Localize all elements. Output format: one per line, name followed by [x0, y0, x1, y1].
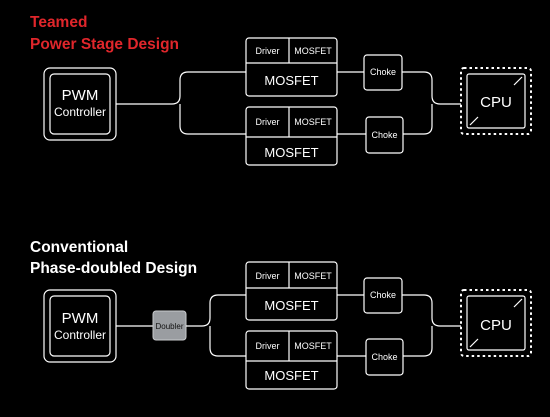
conventional-wire-choke1-cpu: [402, 294, 461, 327]
teamed-wire-choke1-cpu: [402, 71, 461, 105]
conventional-pwm-controller: PWM Controller: [43, 289, 117, 363]
teamed-choke-2: Choke: [365, 116, 404, 154]
conventional-choke1-label: Choke: [370, 290, 396, 300]
conventional-stage1-driver: Driver: [256, 271, 280, 281]
conventional-choke2-label: Choke: [371, 352, 397, 362]
conventional-power-stage-2: Driver MOSFET MOSFET: [245, 330, 338, 390]
teamed-wire-choke2-cpu: [403, 104, 433, 135]
conventional-stage1-mosfet-small: MOSFET: [294, 271, 332, 281]
teamed-power-stage-1: Driver MOSFET MOSFET: [245, 37, 338, 97]
conventional-title-line2: Phase-doubled Design: [30, 260, 197, 277]
conventional-section: Conventional Phase-doubled Design PWM Co…: [30, 239, 532, 390]
teamed-power-stage-2: Driver MOSFET MOSFET: [245, 106, 338, 166]
conventional-power-stage-1: Driver MOSFET MOSFET: [245, 261, 338, 321]
teamed-pwm-controller: PWM Controller: [43, 67, 117, 141]
conventional-choke-2: Choke: [365, 338, 404, 376]
teamed-choke1-label: Choke: [370, 67, 396, 77]
teamed-stage2-mosfet: MOSFET: [264, 145, 318, 160]
teamed-pwm-label: PWM: [62, 87, 99, 104]
conventional-controller-label: Controller: [54, 328, 106, 342]
teamed-wire-pwm-stage2: [179, 104, 246, 135]
conventional-wire-choke2-cpu: [403, 326, 433, 357]
teamed-stage2-driver: Driver: [256, 117, 280, 127]
conventional-stage2-mosfet-small: MOSFET: [294, 341, 332, 351]
teamed-stage1-mosfet-small: MOSFET: [294, 46, 332, 56]
teamed-title-line2: Power Stage Design: [30, 36, 179, 53]
teamed-controller-label: Controller: [54, 105, 106, 119]
conventional-stage1-mosfet: MOSFET: [264, 298, 318, 313]
teamed-title-line1: Teamed: [30, 14, 87, 31]
conventional-cpu: CPU: [460, 289, 532, 357]
conventional-wire-doubler-stage2: [209, 326, 246, 357]
teamed-choke2-label: Choke: [371, 130, 397, 140]
teamed-cpu-label: CPU: [480, 94, 512, 111]
conventional-choke-1: Choke: [363, 277, 403, 314]
teamed-cpu: CPU: [460, 67, 532, 135]
teamed-stage2-mosfet-small: MOSFET: [294, 117, 332, 127]
conventional-title-line1: Conventional: [30, 239, 128, 256]
conventional-doubler-label: Doubler: [155, 322, 183, 331]
conventional-cpu-label: CPU: [480, 317, 512, 334]
teamed-wire-pwm-stage1: [116, 71, 246, 105]
teamed-section: Teamed Power Stage Design PWM Controller…: [30, 14, 532, 166]
teamed-choke-1: Choke: [363, 54, 403, 91]
conventional-stage2-mosfet: MOSFET: [264, 368, 318, 383]
conventional-doubler: Doubler: [152, 310, 187, 341]
teamed-stage1-driver: Driver: [256, 46, 280, 56]
teamed-stage1-mosfet: MOSFET: [264, 73, 318, 88]
conventional-wire-doubler-stage1: [186, 294, 246, 327]
conventional-stage2-driver: Driver: [256, 341, 280, 351]
conventional-pwm-label: PWM: [62, 310, 99, 327]
